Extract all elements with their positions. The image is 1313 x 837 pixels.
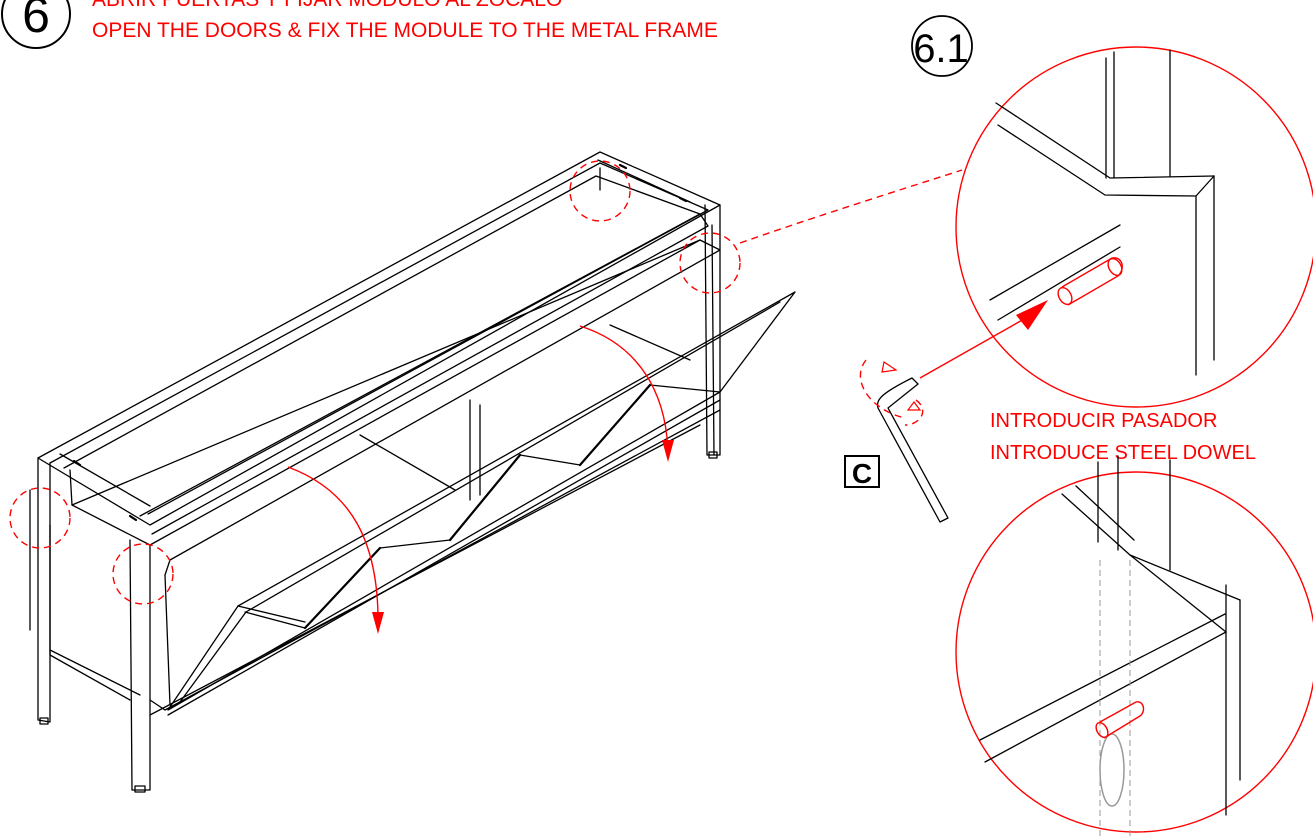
step-title-es: ABRIR PUERTAS Y FIJAR MÓDULO AL ZÓCALO (92, 0, 562, 11)
tool-label: C (844, 455, 880, 489)
detail-view-bottom (955, 455, 1313, 837)
dowel-icon (1057, 257, 1123, 306)
step-title-en: OPEN THE DOORS & FIX THE MODULE TO THE M… (92, 19, 718, 42)
detail-number: 6.1 (913, 27, 969, 71)
instruction-es: INTRODUCIR PASADOR (990, 410, 1217, 432)
detail-markers (9, 160, 963, 605)
step-number-circle (1, 0, 71, 49)
cabinet-drawing (29, 151, 796, 793)
inserted-dowel-icon (1095, 701, 1145, 739)
door-open-arrows (287, 325, 674, 634)
instruction-text: INTRODUCIR PASADOR INTRODUCE STEEL DOWEL (990, 410, 1256, 464)
detail-number-circle (911, 15, 973, 77)
tool-label-text: C (852, 458, 872, 489)
step-header: 6 ABRIR PUERTAS Y FIJAR MÓDULO AL ZÓCALO… (1, 0, 718, 49)
step-number: 6 (22, 0, 50, 43)
detail-view-top (919, 46, 1313, 408)
allen-key-icon (859, 359, 949, 523)
detail-label: 6.1 (911, 15, 973, 77)
instruction-en: INTRODUCE STEEL DOWEL (990, 442, 1256, 464)
hole-outline-icon (1099, 733, 1125, 807)
